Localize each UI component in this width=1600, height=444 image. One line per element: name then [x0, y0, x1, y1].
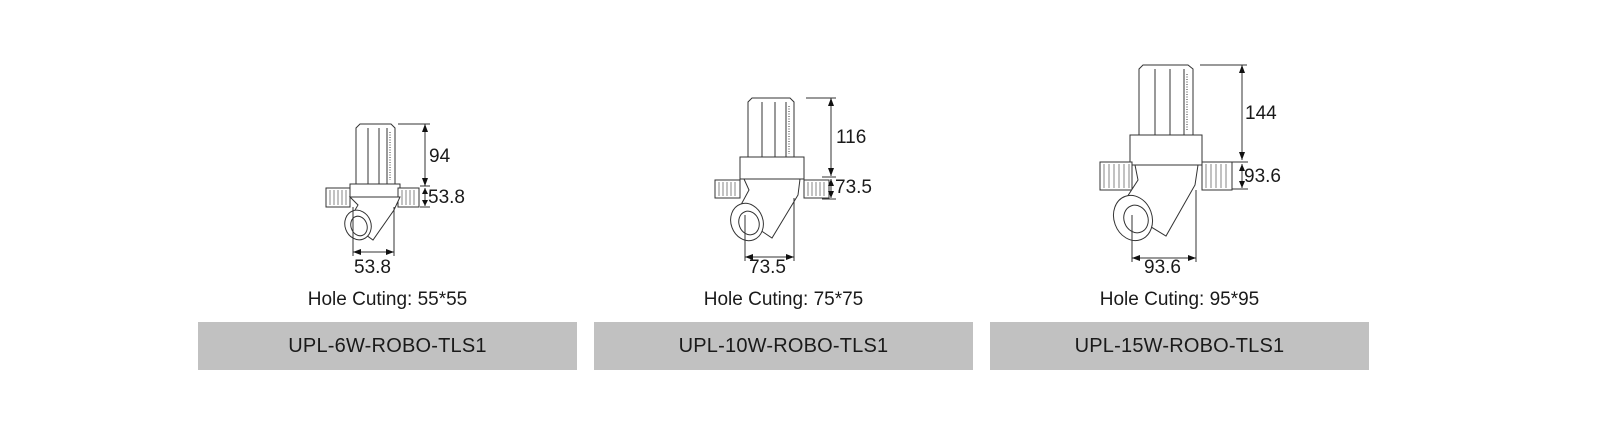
luminaire-drawing-10w [714, 97, 836, 261]
dimension-height-trim: 53.8 [428, 187, 465, 208]
model-bar: UPL-10W-ROBO-TLS1 [594, 322, 973, 370]
luminaire-drawing-6w [325, 123, 430, 256]
product-card-10w: 116 73.5 73.5 Hole Cuting: 75*75 UPL-10W… [594, 0, 973, 444]
dimension-height-body: 144 [1245, 103, 1277, 124]
dimension-height-trim: 93.6 [1244, 166, 1281, 187]
dimension-width: 93.6 [1144, 257, 1181, 278]
model-bar: UPL-15W-ROBO-TLS1 [990, 322, 1369, 370]
hole-cutting-label: Hole Cuting: 55*55 [307, 289, 468, 310]
model-bar: UPL-6W-ROBO-TLS1 [198, 322, 577, 370]
dimension-height-body: 94 [429, 146, 451, 167]
product-card-6w: 94 53.8 53.8 Hole Cuting: 55*55 UPL-6W-R… [198, 0, 577, 444]
dimension-height-body: 116 [836, 127, 867, 148]
model-name: UPL-6W-ROBO-TLS1 [288, 334, 487, 357]
hole-cutting-label: Hole Cuting: 95*95 [1099, 289, 1260, 310]
dimension-width: 73.5 [749, 257, 786, 278]
product-card-15w: 144 93.6 93.6 Hole Cuting: 95*95 UPL-15W… [990, 0, 1369, 444]
luminaire-drawing-15w [1099, 64, 1248, 262]
model-name: UPL-10W-ROBO-TLS1 [678, 334, 889, 357]
hole-cutting-label: Hole Cuting: 75*75 [703, 289, 864, 310]
dimension-height-trim: 73.5 [835, 177, 872, 198]
dimension-width: 53.8 [354, 257, 391, 278]
model-name: UPL-15W-ROBO-TLS1 [1074, 334, 1285, 357]
